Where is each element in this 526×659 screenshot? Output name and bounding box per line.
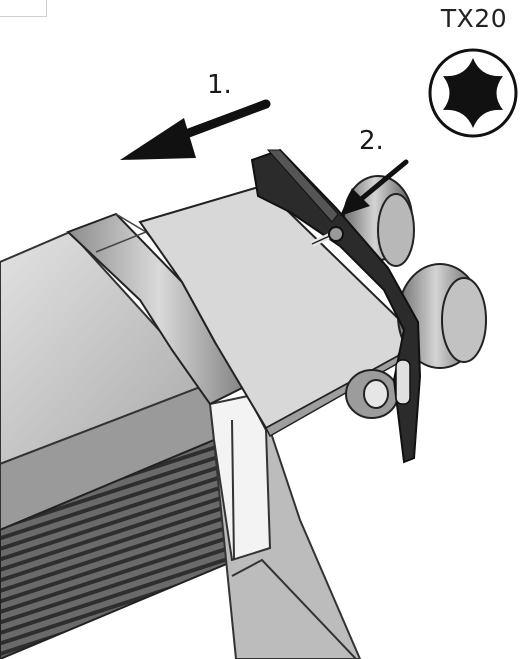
arrow-left-icon [120, 99, 271, 160]
tool-size-label: TX20 [440, 4, 508, 33]
housing [0, 230, 362, 659]
mounting-bracket [250, 148, 422, 464]
corner-frame [0, 0, 47, 17]
step-2-label: 2. [359, 126, 384, 156]
step-1-label: 1. [207, 70, 232, 100]
torx-tx20-icon [428, 48, 518, 138]
screw [310, 226, 344, 247]
arrow-down-left-icon [340, 159, 409, 216]
